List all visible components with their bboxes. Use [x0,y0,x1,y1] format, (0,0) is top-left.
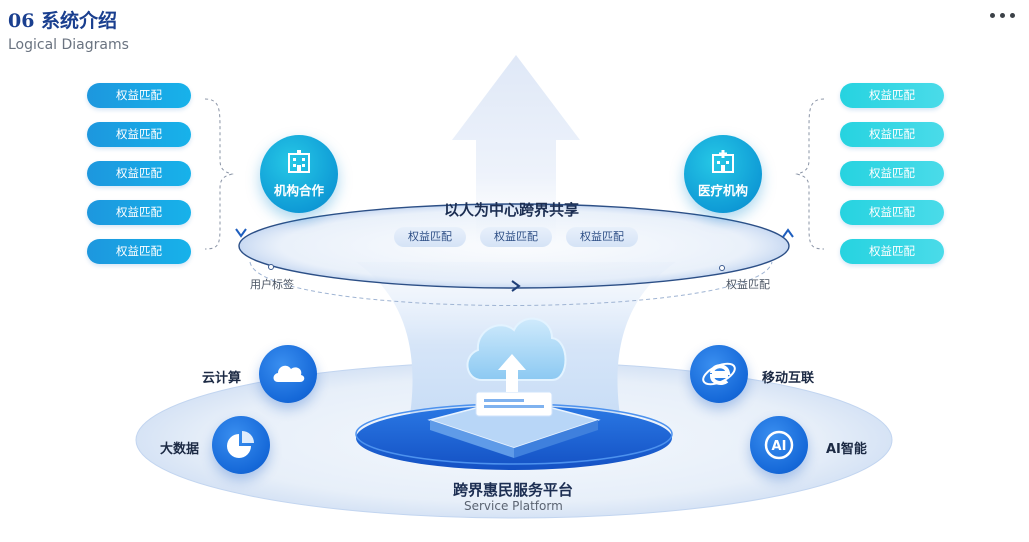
right-pill[interactable]: 权益匹配 [840,83,944,108]
left-pill[interactable]: 权益匹配 [87,122,191,147]
big-data-label: 大数据 [160,438,199,457]
left-pill[interactable]: 权益匹配 [87,200,191,225]
cloud-icon [259,345,317,403]
center-pill[interactable]: 权益匹配 [566,227,638,247]
platform-subtitle: Service Platform [464,499,563,513]
hub-label: 医疗机构 [684,180,762,199]
institution-cooperation-hub[interactable]: 机构合作 [260,135,338,213]
right-pill[interactable]: 权益匹配 [840,239,944,264]
cloud-computing-node[interactable] [259,345,317,403]
center-title: 以人为中心跨界共享 [444,199,579,220]
browser-e-icon [690,345,748,403]
center-pill[interactable]: 权益匹配 [394,227,466,247]
right-pill[interactable]: 权益匹配 [840,200,944,225]
right-pill[interactable]: 权益匹配 [840,161,944,186]
ai-icon: AI [750,416,808,474]
mobile-internet-label: 移动互联 [762,367,814,386]
big-data-node[interactable] [212,416,270,474]
hospital-icon [710,150,736,174]
ring-arrow-down-icon [236,229,246,236]
ai-label: AI智能 [826,438,867,457]
medical-institution-hub[interactable]: 医疗机构 [684,135,762,213]
benefit-match-label: 权益匹配 [726,276,770,292]
svg-text:AI: AI [772,439,787,454]
left-pill[interactable]: 权益匹配 [87,239,191,264]
pie-chart-icon [212,416,270,474]
ai-node[interactable]: AI [750,416,808,474]
hub-label: 机构合作 [260,180,338,199]
platform-title: 跨界惠民服务平台 [453,479,573,500]
center-pill[interactable]: 权益匹配 [480,227,552,247]
mobile-internet-node[interactable] [690,345,748,403]
ring-arrow-up-icon [783,230,793,237]
cloud-computing-label: 云计算 [202,367,241,386]
left-pill[interactable]: 权益匹配 [87,161,191,186]
building-icon [286,150,312,174]
user-tag-label: 用户标签 [250,276,294,292]
right-pill[interactable]: 权益匹配 [840,122,944,147]
left-pill[interactable]: 权益匹配 [87,83,191,108]
